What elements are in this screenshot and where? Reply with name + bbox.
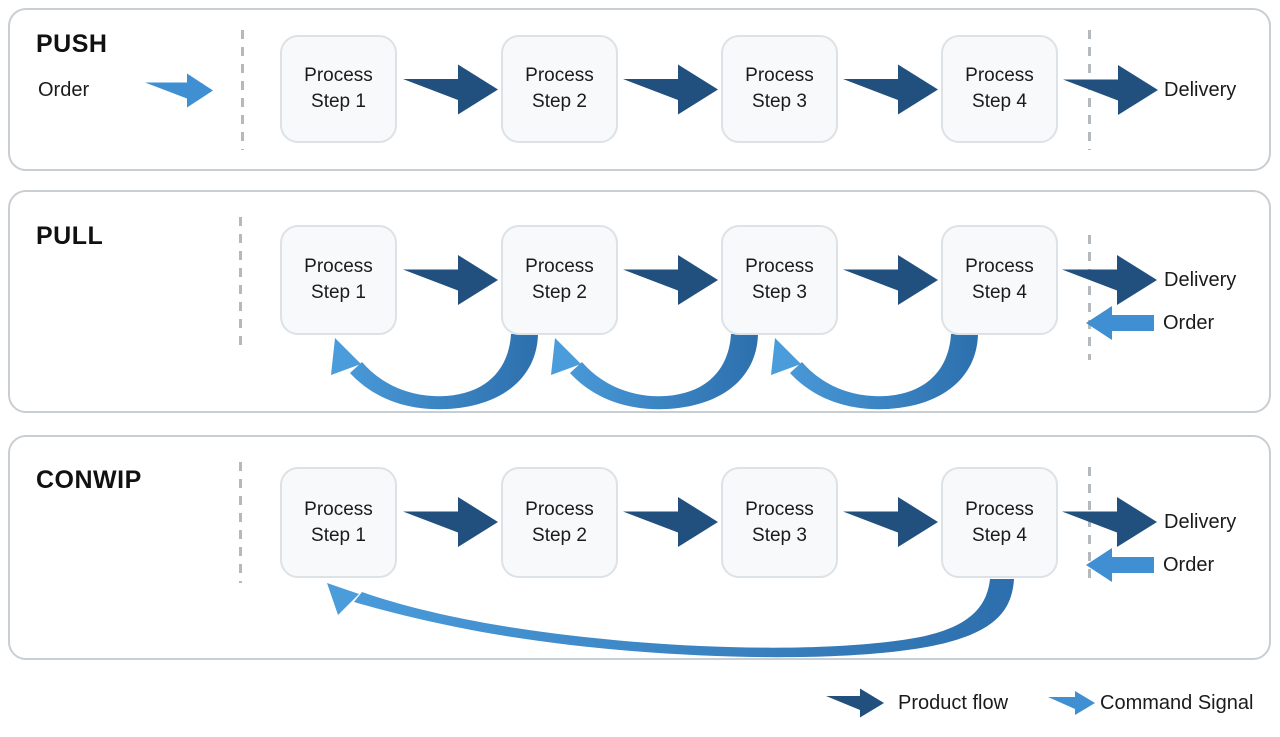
conwip-order-label: Order (1163, 554, 1215, 576)
legend-command-signal-icon (1048, 691, 1095, 715)
pull-step-2-box: Process Step 2 (501, 225, 618, 335)
pull-delivery-label: Delivery (1164, 269, 1237, 291)
pull-feedback-arrows (331, 334, 978, 410)
conwip-step-4-box: Process Step 4 (941, 467, 1058, 578)
push-panel (8, 8, 1271, 171)
conwip-order-arrow (1086, 548, 1154, 582)
conwip-title: CONWIP (36, 466, 142, 494)
conwip-step-2-box: Process Step 2 (501, 467, 618, 578)
pull-delivery-arrow (1062, 255, 1157, 305)
push-step-4-box: Process Step 4 (941, 35, 1058, 143)
push-delivery-label: Delivery (1164, 79, 1237, 101)
push-order-arrow (145, 73, 213, 108)
conwip-delivery-label: Delivery (1164, 511, 1237, 533)
legend-product-flow-icon (826, 688, 884, 718)
push-title: PUSH (36, 30, 108, 58)
push-step-3-box: Process Step 3 (721, 35, 838, 143)
pull-step-4-box: Process Step 4 (941, 225, 1058, 335)
station-boundary-dashed-lines (239, 30, 1091, 585)
conwip-feedback-arrow (327, 579, 1014, 658)
pull-panel (8, 190, 1271, 413)
pull-step-1-box: Process Step 1 (280, 225, 397, 335)
conwip-delivery-arrow (1062, 497, 1157, 547)
push-order-label: Order (38, 79, 90, 101)
pull-step-3-box: Process Step 3 (721, 225, 838, 335)
pull-order-label: Order (1163, 312, 1215, 334)
push-step-2-box: Process Step 2 (501, 35, 618, 143)
push-delivery-arrow (1063, 65, 1158, 115)
legend-product-flow-label: Product flow (898, 692, 1009, 714)
conwip-step-1-box: Process Step 1 (280, 467, 397, 578)
push-step-1-box: Process Step 1 (280, 35, 397, 143)
conwip-panel (8, 435, 1271, 660)
pull-title: PULL (36, 222, 104, 250)
legend-command-signal-label: Command Signal (1100, 692, 1254, 714)
pull-order-arrow (1086, 306, 1154, 340)
conwip-step-3-box: Process Step 3 (721, 467, 838, 578)
